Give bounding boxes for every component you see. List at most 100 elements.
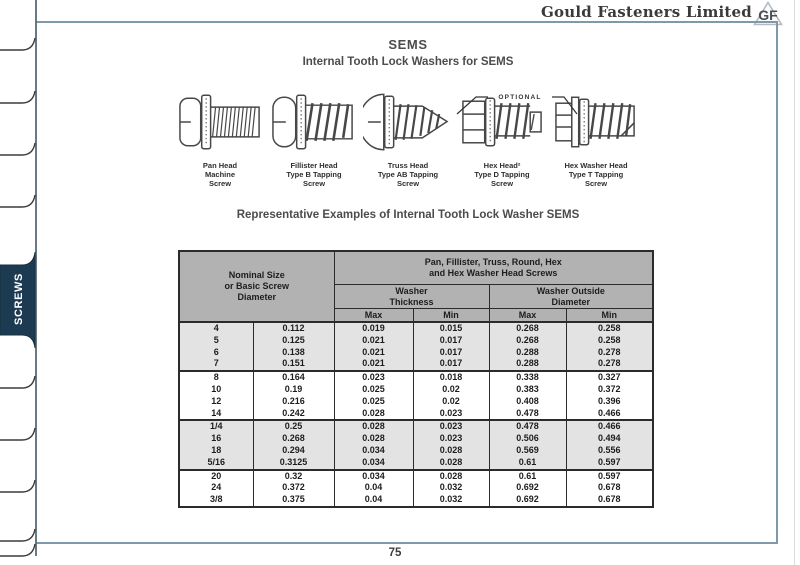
table-cell: 0.242 <box>252 407 335 421</box>
footer-rule <box>36 542 777 544</box>
table-cell: 0.017 <box>412 334 490 347</box>
table-cell: 0.04 <box>333 482 414 495</box>
table-cell: 0.61 <box>488 456 567 470</box>
table-cell: 0.19 <box>252 383 335 396</box>
table-cell: 3/8 <box>178 494 254 507</box>
optional-label: OPTIONAL <box>498 94 541 101</box>
table-cell: 0.258 <box>565 322 654 335</box>
figure-hex-washer-head: Hex Washer Head Type T Tapping Screw <box>551 90 642 188</box>
table-cell: 0.125 <box>252 334 335 347</box>
table-cell: 0.478 <box>488 420 567 434</box>
table-cell: 0.151 <box>252 358 335 372</box>
table-cell: 0.216 <box>252 395 335 408</box>
table-cell: 0.692 <box>488 482 567 495</box>
figure-fillister-head: Fillister Head Type B Tapping Screw <box>269 90 360 188</box>
table-cell: 0.034 <box>333 469 414 483</box>
table-cell: 0.375 <box>252 494 335 507</box>
table-cell: 0.32 <box>252 469 335 483</box>
table-header: Nominal Size or Basic Screw Diameter Pan… <box>178 250 654 323</box>
table-cell: 0.506 <box>488 433 567 445</box>
table-cell: 0.25 <box>252 420 335 434</box>
table-cell: 0.383 <box>488 383 567 396</box>
table-cell: 0.034 <box>333 444 414 457</box>
table-cell: 0.02 <box>412 395 490 408</box>
table-cell: 0.019 <box>333 322 414 335</box>
table-cell: 0.028 <box>412 456 490 470</box>
screws-tab-shape[interactable] <box>0 251 36 349</box>
figure-hex-head: Hex Head² Type D Tapping Screw <box>457 90 548 188</box>
table-cell: 0.023 <box>412 407 490 421</box>
table-cell: 0.032 <box>412 482 490 495</box>
company-logo-icon: GF <box>753 0 783 26</box>
col-header-thickness-min: Min <box>412 308 490 323</box>
col-header-thickness-max: Max <box>333 308 414 323</box>
screw-label: Truss Head Type AB Tapping Screw <box>377 161 439 188</box>
table-cell: 0.021 <box>333 358 414 372</box>
page-number: 75 <box>388 547 402 559</box>
table-cell: 0.408 <box>488 395 567 408</box>
table-cell: 0.268 <box>252 433 335 445</box>
table-cell: 0.327 <box>565 371 654 384</box>
table-cell: 0.023 <box>412 420 490 434</box>
table-cell: 0.372 <box>252 482 335 495</box>
table-cell: 0.478 <box>488 407 567 421</box>
col-header-washer-thickness: Washer Thickness <box>333 284 490 309</box>
table-cell: 8 <box>178 371 254 384</box>
sidebar-tab-screws[interactable]: SCREWS <box>1 257 36 341</box>
logo-monogram: GF <box>758 7 778 23</box>
table-cell: 0.023 <box>412 433 490 445</box>
table-cell: 12 <box>178 395 254 408</box>
blank-tab-edges <box>0 37 36 557</box>
optional-callout: OPTIONAL <box>456 94 578 115</box>
page-title: SEMS <box>388 37 428 52</box>
figure-truss-head: Truss Head Type AB Tapping Screw <box>357 90 454 188</box>
table-cell: 10 <box>178 383 254 396</box>
scan-edge-line <box>794 0 795 565</box>
screw-label: Hex Head² Type D Tapping Screw <box>474 161 530 188</box>
table-cell: 18 <box>178 444 254 457</box>
header-rule <box>36 21 777 23</box>
table-cell: 0.372 <box>565 383 654 396</box>
col-header-screw-types: Pan, Fillister, Truss, Round, Hex and He… <box>333 250 654 285</box>
table-cell: 0.028 <box>333 433 414 445</box>
col-header-od-min: Min <box>565 308 654 323</box>
tab-rail <box>0 0 37 557</box>
table-cell: 0.04 <box>333 494 414 507</box>
table-cell: 0.023 <box>333 371 414 384</box>
table-cell: 0.692 <box>488 494 567 507</box>
truss-head-screw-icon <box>357 93 448 151</box>
table-cell: 0.597 <box>565 469 654 483</box>
col-header-washer-od: Washer Outside Diameter <box>488 284 654 309</box>
table-cell: 0.028 <box>412 444 490 457</box>
screw-label: Hex Washer Head Type T Tapping Screw <box>564 161 628 188</box>
table-cell: 0.025 <box>333 395 414 408</box>
page-right-border <box>776 21 778 544</box>
table-cell: 0.028 <box>333 407 414 421</box>
table-cell: 0.597 <box>565 456 654 470</box>
table-cell: 0.268 <box>488 322 567 335</box>
screw-label: Fillister Head Type B Tapping Screw <box>286 161 342 188</box>
table-cell: 0.017 <box>412 346 490 359</box>
table-cell: 14 <box>178 407 254 421</box>
table-cell: 0.61 <box>488 469 567 483</box>
pan-head-screw-icon <box>178 94 260 150</box>
table-cell: 0.396 <box>565 395 654 408</box>
table-cell: 0.338 <box>488 371 567 384</box>
table-cell: 0.028 <box>412 469 490 483</box>
fillister-head-screw-icon <box>271 94 353 150</box>
table-cell: 0.556 <box>565 444 654 457</box>
table-cell: 0.021 <box>333 346 414 359</box>
screw-diagram-row: Pan Head Machine Screw Fillister Head Ty… <box>38 90 778 202</box>
